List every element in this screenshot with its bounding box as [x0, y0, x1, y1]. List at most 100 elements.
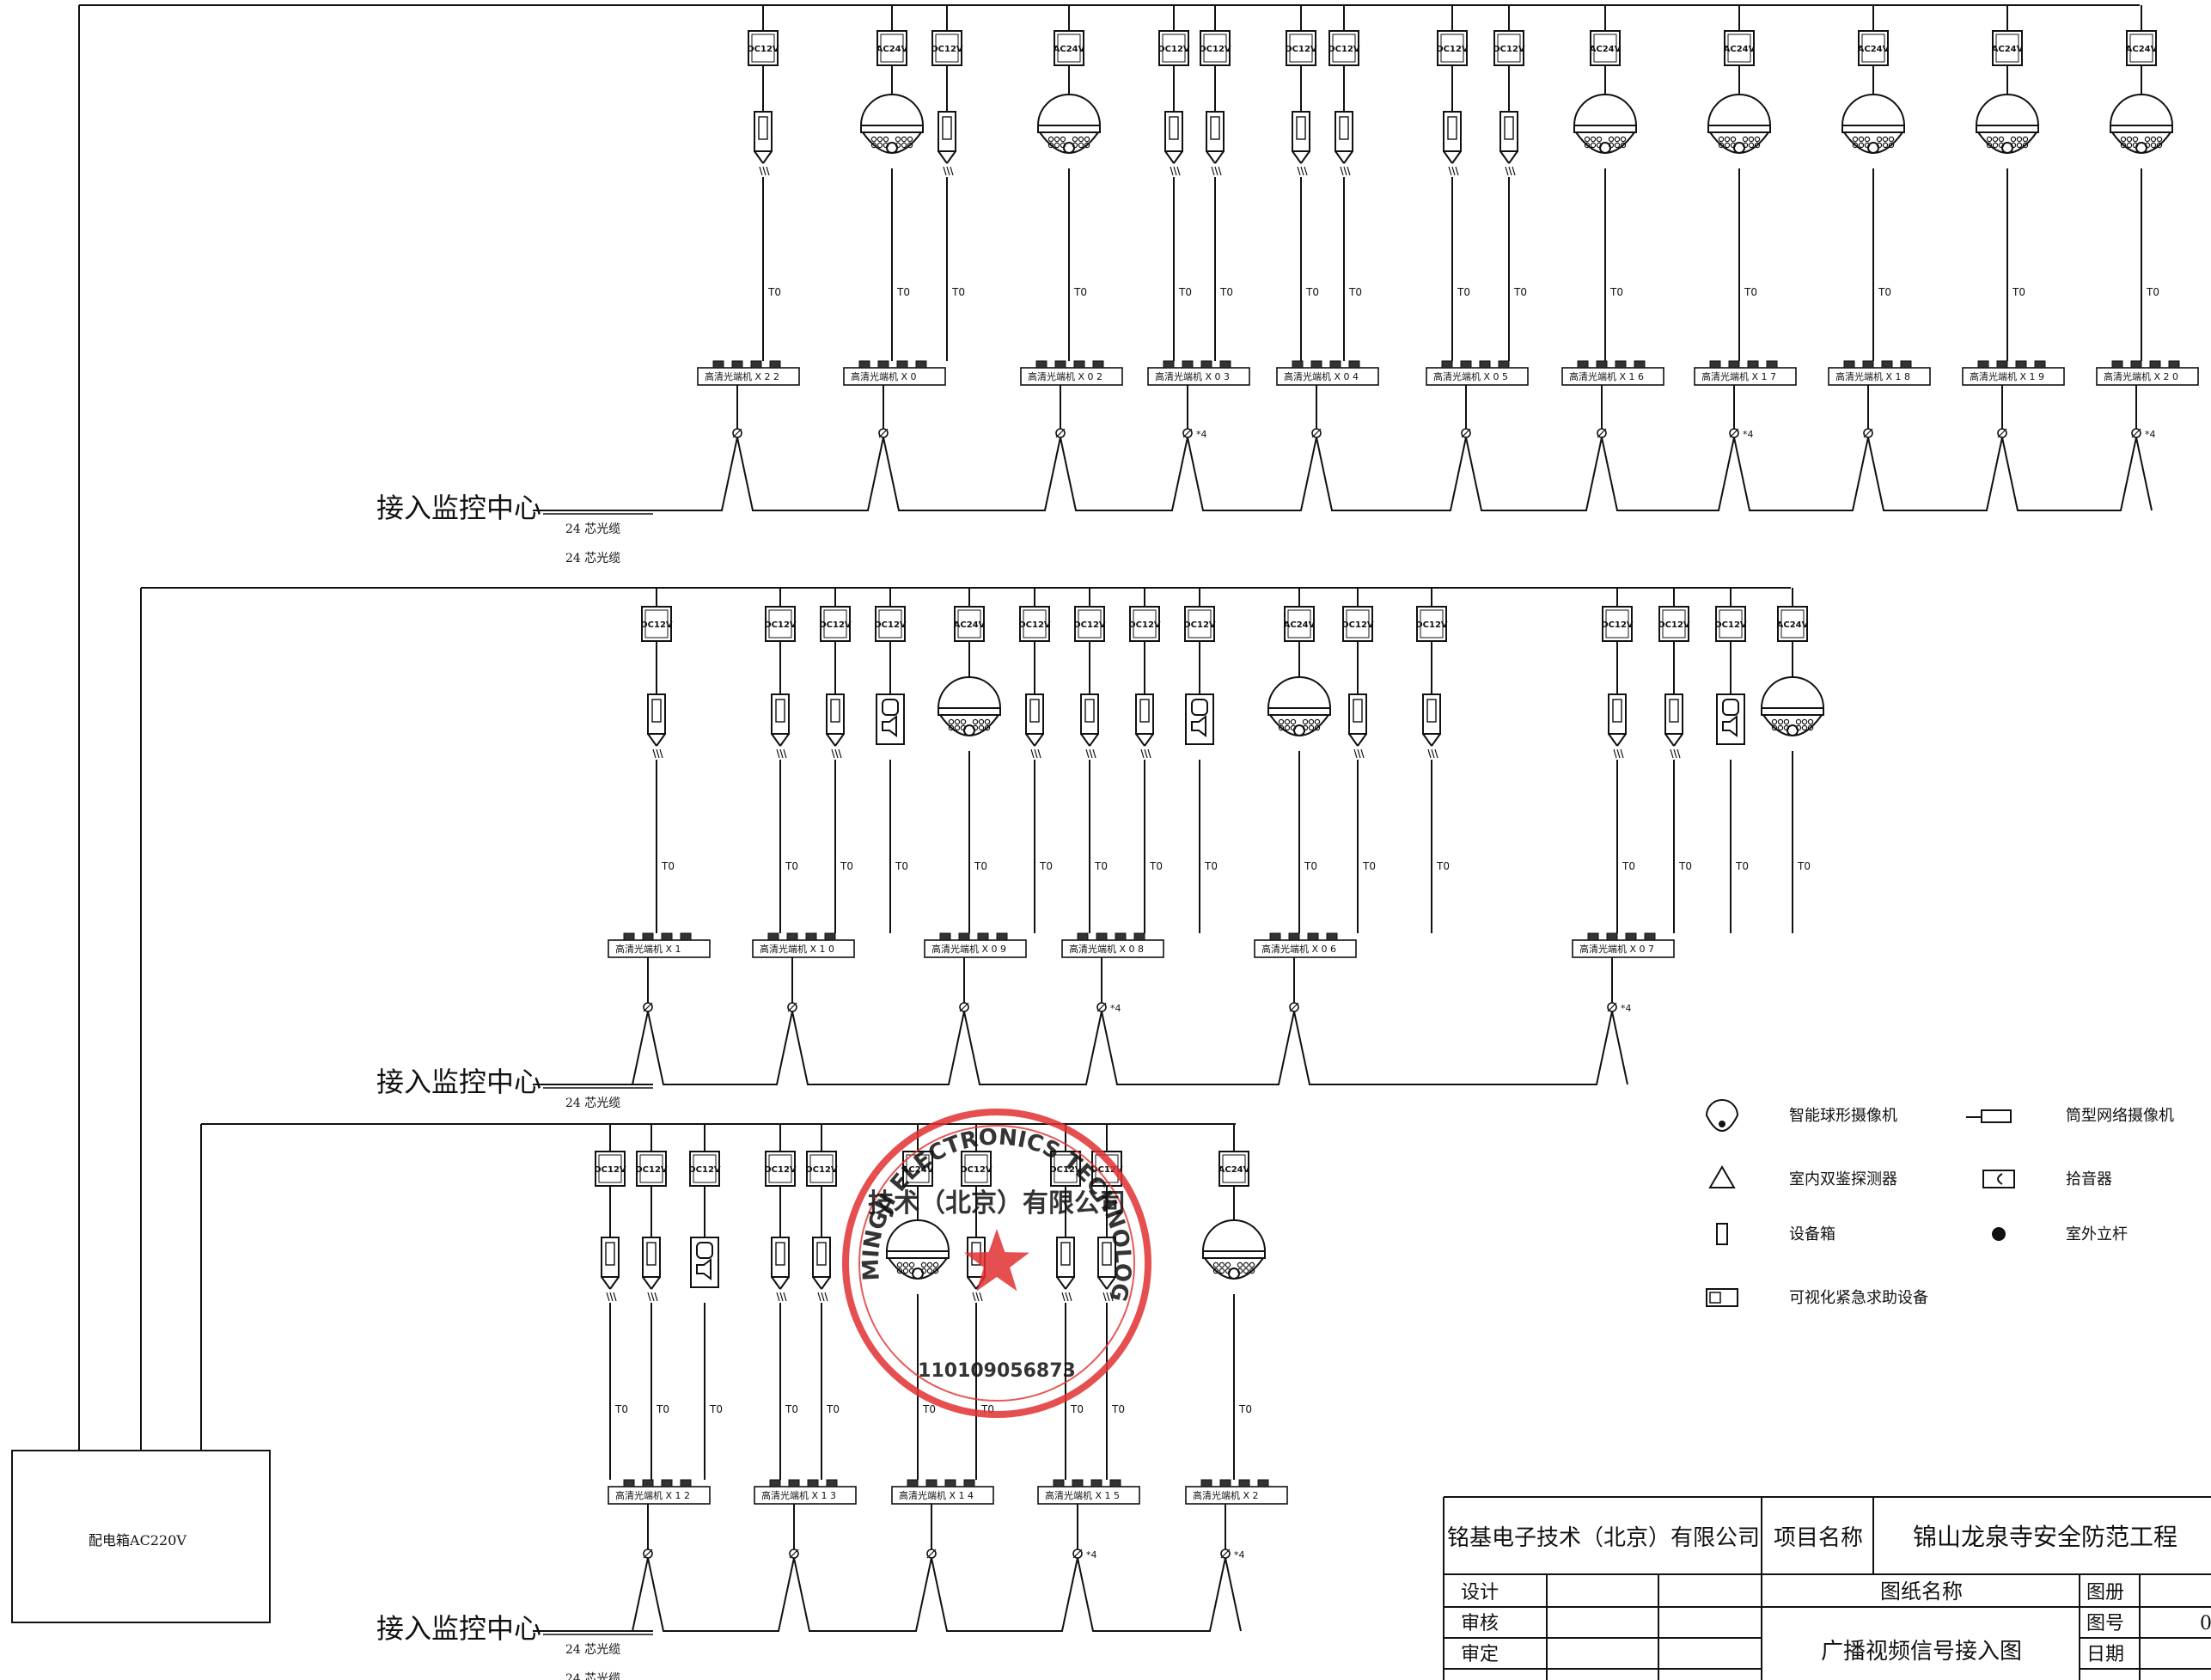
junction-label: *4: [1196, 429, 1207, 440]
help-box-screen: [696, 1242, 713, 1259]
tube-lens: [1169, 116, 1179, 140]
tube-cable-mark: [1360, 748, 1365, 759]
power-box-inner: [1662, 609, 1686, 638]
tube-cable-mark: [1061, 1292, 1066, 1302]
power-box-inner: [1719, 609, 1743, 638]
transceiver-port: [769, 360, 781, 369]
transceiver-port: [731, 360, 743, 369]
power-box-frame: [820, 606, 851, 642]
legend-item: 可视化紧急求助设备: [1706, 1288, 1928, 1307]
power-supply-ac: AC24V: [876, 30, 908, 66]
help-screen: [1709, 1292, 1721, 1304]
transceiver-body: [608, 1486, 711, 1505]
optical-transceiver: 高清光端机 X 0 6: [1254, 932, 1357, 958]
transceiver-label: 高清光端机 X 0 6: [1261, 943, 1336, 955]
tube-mount: [1357, 733, 1367, 747]
transceiver-port: [786, 932, 798, 941]
cable-label: T0: [1111, 1403, 1125, 1415]
emergency-help-icon: [1706, 1288, 1738, 1307]
power-box-frame: [806, 1151, 837, 1187]
cable-label: T0: [1070, 1403, 1084, 1415]
transceiver-body: [1276, 367, 1379, 386]
transceiver-body: [1561, 367, 1664, 386]
power-label: DC12V: [960, 1165, 993, 1175]
power-label: AC24V: [2126, 45, 2158, 54]
tube-mount: [1451, 150, 1462, 164]
optical-transceiver: 高清光端机 X 0 2: [1020, 360, 1123, 386]
power-box-frame: [595, 1151, 626, 1187]
dome-ir-led: [1771, 718, 1778, 725]
power-box-inner: [880, 34, 904, 63]
fiber-joint-mark: [959, 1002, 969, 1012]
optical-transceiver: 高清光端机 X 0 9: [924, 932, 1027, 958]
transceiver-port: [1072, 1479, 1084, 1488]
dome-ir-led: [895, 136, 901, 143]
fiber-joint-mark: [1607, 1002, 1617, 1012]
transceiver-port: [750, 360, 762, 369]
power-label: DC12V: [1415, 620, 1448, 630]
tube-cable-mark: [817, 1292, 821, 1302]
tube-mount: [754, 150, 764, 164]
dome-lens: [1787, 724, 1799, 736]
dome-top: [1267, 676, 1332, 709]
dome-ir-led: [1084, 136, 1090, 143]
cable-label: T0: [614, 1403, 628, 1415]
cable-label: T0: [2146, 286, 2159, 298]
dome-ir-led: [1730, 136, 1737, 143]
tube-cable-mark: [979, 1292, 983, 1302]
power-label: DC12V: [1601, 620, 1634, 630]
transceiver-body: [752, 939, 855, 958]
dome-ir-led: [1225, 1262, 1231, 1268]
emergency-help-icon: [1716, 693, 1745, 745]
seal-star: [964, 1229, 1029, 1292]
dome-ir-led: [1771, 724, 1778, 731]
tube-cable-mark: [762, 166, 767, 176]
tube-body: [771, 693, 790, 735]
power-label: AC24V: [1590, 45, 1622, 54]
power-box-inner: [644, 609, 669, 638]
dome-ir-led: [1284, 718, 1291, 725]
power-label: AC24V: [1858, 45, 1890, 54]
cable-label: T0: [1609, 286, 1623, 298]
tube-camera-icon: [771, 1237, 790, 1302]
tube-lens: [1060, 1242, 1071, 1266]
dome-ir-led: [954, 724, 961, 731]
transceiver-port: [907, 1479, 919, 1488]
transceiver-port: [1441, 360, 1453, 369]
power-supply-dc: DC12V: [1415, 606, 1448, 642]
help-box-screen: [1191, 699, 1208, 716]
fiber-joint-mark: [1863, 428, 1873, 438]
dome-ir-led: [1801, 718, 1808, 725]
power-supply-ac: AC24V: [1992, 30, 2024, 66]
tube-mount: [656, 733, 666, 747]
transceiver-port: [623, 1479, 635, 1488]
cable-label: T0: [1436, 860, 1450, 872]
power-label: DC12V: [764, 1165, 797, 1175]
dome-band: [1976, 125, 2039, 133]
power-label: AC24V: [1284, 620, 1316, 630]
tube-body: [601, 1237, 620, 1278]
dome-lens: [886, 142, 898, 154]
dome-ir-led: [1614, 136, 1621, 143]
tube-mount: [1206, 150, 1216, 164]
wiring-layer: [78, 4, 2153, 1635]
entry-label: 接入监控中心: [376, 1066, 541, 1098]
dome-ir-led: [908, 1262, 915, 1268]
optical-transceiver: 高清光端机 X 0 5: [1426, 360, 1529, 386]
tube-mount: [1292, 150, 1302, 164]
tube-lens: [816, 1242, 827, 1266]
power-supply-dc: DC12V: [819, 606, 852, 642]
tube-cable-mark: [1065, 1292, 1069, 1302]
transceiver-port: [1881, 360, 1893, 369]
seal-center-text: 技术（北京）有限公司: [868, 1188, 1126, 1219]
tube-cable-mark: [1147, 748, 1151, 759]
power-box-inner: [964, 1154, 988, 1183]
tube-camera-icon: [1608, 693, 1627, 759]
dome-lens: [1228, 1268, 1240, 1280]
tube-mount: [1056, 1276, 1066, 1290]
dome-ir-led: [896, 1268, 903, 1274]
power-label: AC24V: [1777, 620, 1809, 630]
transceiver-label: 高清光端机 X 1 5: [1045, 1489, 1120, 1501]
tube-camera-icon: [938, 111, 956, 176]
